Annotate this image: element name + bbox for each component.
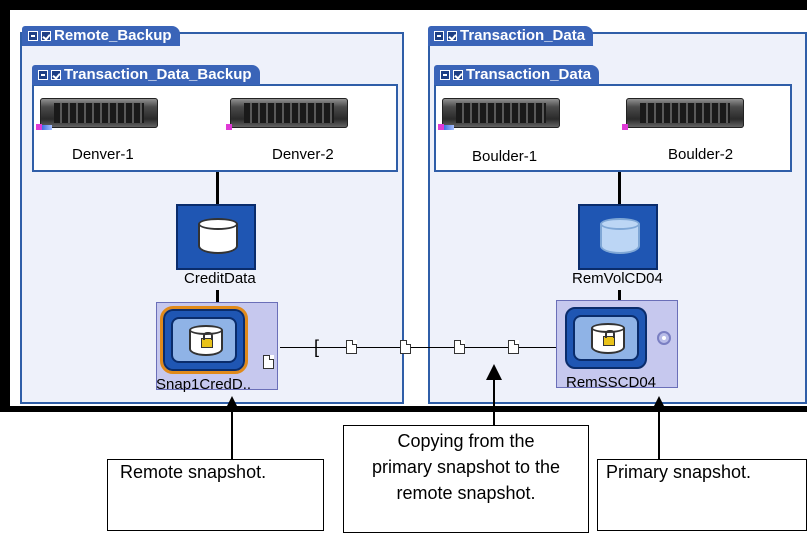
server-icon[interactable] [36,92,158,136]
server-label-boulder-2: Boulder-2 [668,146,734,163]
callout-primary-snapshot: Primary snapshot. [597,459,807,531]
replication-line [280,347,556,348]
minus-icon[interactable] [440,70,450,80]
subgroup-title-remote: Transaction_Data_Backup [64,66,252,83]
checkbox-icon[interactable] [447,31,457,41]
gear-icon [657,331,671,345]
group-title-primary: Transaction_Data [460,27,586,44]
server-label-boulder-1: Boulder-1 [472,148,538,165]
connector-line [216,172,219,204]
replication-bracket: [ [314,337,320,357]
volume-icon[interactable] [578,204,658,270]
snapshot-primary[interactable] [556,300,678,388]
volume-icon[interactable] [176,204,256,270]
connector-line [618,290,621,302]
snapshot-label-primary: RemSSCD04 [566,374,657,391]
server-icon[interactable] [438,92,560,136]
group-tab-transaction-data[interactable]: Transaction_Data [428,26,594,46]
document-icon [263,355,274,369]
lock-icon [201,332,213,348]
callout-copying: Copying from the primary snapshot to the… [343,425,589,533]
document-icon [454,340,465,354]
callout-remote-snapshot: Remote snapshot. [107,459,324,531]
subgroup-tab-primary[interactable]: Transaction_Data [434,65,600,85]
group-title-remote: Remote_Backup [54,27,172,44]
connector-line [618,172,621,204]
minus-icon[interactable] [38,70,48,80]
server-label-denver-2: Denver-2 [272,146,334,163]
checkbox-icon[interactable] [51,70,61,80]
topology-canvas: Remote_Backup Transaction_Data_Backup De… [10,10,807,406]
volume-label-remvolcd04: RemVolCD04 [572,270,663,287]
group-tab-remote-backup[interactable]: Remote_Backup [22,26,180,46]
minus-icon[interactable] [434,31,444,41]
connector-line [216,290,219,302]
server-icon[interactable] [226,92,348,136]
arrow-line [231,410,233,460]
snapshot-label-remote: Snap1CredD.. [156,376,252,393]
snapshot-remote[interactable] [156,302,278,390]
minus-icon[interactable] [28,31,38,41]
subgroup-title-primary: Transaction_Data [466,66,592,83]
arrow-line [493,378,495,426]
snapshot-icon[interactable] [160,306,248,374]
server-label-denver-1: Denver-1 [72,146,134,163]
volume-label-creditdata: CreditData [184,270,256,287]
checkbox-icon[interactable] [41,31,51,41]
document-icon [508,340,519,354]
lock-icon [603,330,615,346]
arrow-line [658,410,660,460]
snapshot-icon[interactable] [565,307,647,369]
arrow-head [486,364,502,380]
server-icon[interactable] [622,92,744,136]
subgroup-tab-remote[interactable]: Transaction_Data_Backup [32,65,260,85]
arrow-head [224,396,240,412]
document-icon [346,340,357,354]
arrow-head [651,396,667,412]
checkbox-icon[interactable] [453,70,463,80]
document-icon [400,340,411,354]
